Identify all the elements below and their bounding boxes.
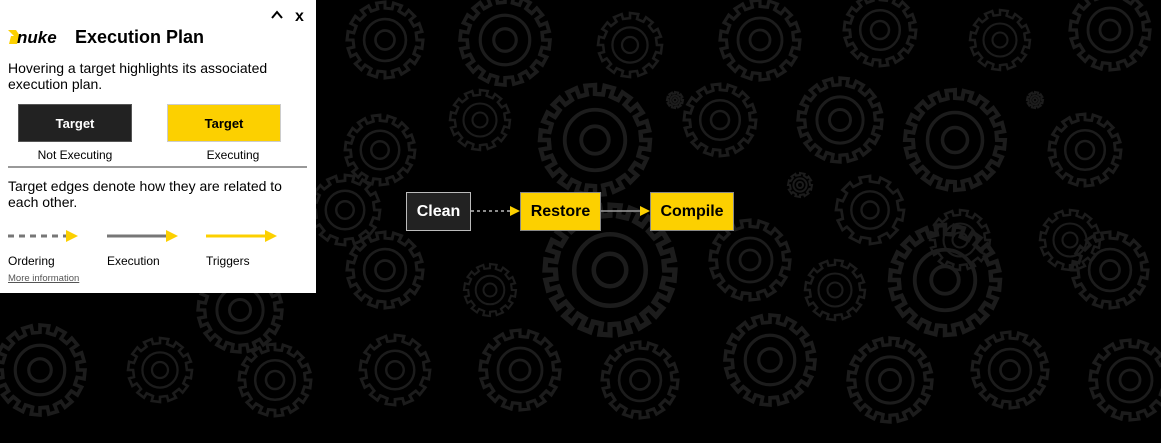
chevron-up-icon bbox=[271, 10, 283, 19]
execution-edge-sample bbox=[107, 230, 178, 242]
gear-decoration bbox=[343, 113, 417, 187]
sample-target-executing: Target bbox=[167, 104, 281, 142]
gear-decoration bbox=[537, 82, 653, 198]
sample-target-not-executing: Target bbox=[18, 104, 132, 142]
gear-decoration bbox=[723, 313, 817, 407]
node-clean[interactable]: Clean bbox=[406, 192, 471, 231]
edge-label-execution: Execution bbox=[107, 254, 160, 268]
gear-decoration bbox=[842, 0, 918, 68]
collapse-button[interactable] bbox=[270, 8, 286, 24]
edge-restore-compile bbox=[601, 206, 650, 216]
node-clean-label: Clean bbox=[416, 202, 461, 220]
gear-decoration bbox=[786, 171, 814, 199]
nuke-logo-text: nuke bbox=[17, 28, 57, 47]
gear-decoration bbox=[345, 0, 425, 80]
close-button[interactable]: x bbox=[295, 8, 304, 25]
edge-label-ordering: Ordering bbox=[8, 254, 55, 268]
gear-decoration bbox=[126, 336, 194, 404]
edge-label-triggers: Triggers bbox=[206, 254, 250, 268]
more-information-link[interactable]: More information bbox=[8, 273, 80, 284]
sample-target-not-executing-label: Target bbox=[55, 115, 95, 131]
gear-decoration bbox=[358, 333, 432, 407]
gear-decoration bbox=[834, 174, 906, 246]
panel-header: nuke Execution Plan bbox=[8, 23, 204, 51]
caption-not-executing: Not Executing bbox=[37, 148, 113, 162]
gear-decoration bbox=[1070, 230, 1150, 310]
gear-decoration bbox=[1047, 112, 1123, 188]
sample-target-executing-label: Target bbox=[204, 115, 244, 131]
gear-decoration bbox=[345, 230, 425, 310]
gear-decoration bbox=[970, 330, 1050, 410]
panel-title: Execution Plan bbox=[75, 26, 205, 47]
gear-decoration bbox=[237, 342, 313, 418]
gear-decoration bbox=[682, 82, 758, 158]
gear-decoration bbox=[542, 202, 678, 338]
gear-decoration bbox=[665, 90, 685, 110]
gear-decoration bbox=[478, 328, 562, 412]
panel-description: Hovering a target highlights its associa… bbox=[8, 60, 268, 92]
gear-decoration bbox=[1025, 90, 1045, 110]
gear-decoration bbox=[1068, 0, 1152, 72]
gear-decoration bbox=[600, 340, 680, 420]
gear-decoration bbox=[718, 0, 802, 82]
gear-decoration bbox=[887, 222, 1003, 338]
triggers-edge-sample bbox=[206, 230, 277, 242]
caption-executing: Executing bbox=[206, 148, 260, 162]
gear-decoration bbox=[1088, 338, 1161, 422]
node-restore-label: Restore bbox=[530, 202, 591, 220]
gear-decoration bbox=[708, 218, 792, 302]
panel-divider bbox=[8, 166, 307, 168]
gear-decoration bbox=[846, 336, 934, 424]
gear-decoration bbox=[968, 8, 1032, 72]
gear-decoration bbox=[448, 88, 512, 152]
execution-plan-legend-panel: nuke Execution Plan x Hovering a target … bbox=[0, 0, 316, 293]
gear-decoration bbox=[462, 262, 518, 318]
gear-decoration bbox=[796, 76, 884, 164]
node-compile-label: Compile bbox=[660, 202, 724, 220]
gear-decoration bbox=[803, 258, 867, 322]
edges-description: Target edges denote how they are related… bbox=[8, 178, 282, 210]
nuke-logo: nuke bbox=[8, 28, 57, 47]
ordering-edge-sample bbox=[8, 230, 78, 242]
gear-decoration bbox=[902, 87, 1008, 193]
gear-decoration bbox=[596, 11, 664, 79]
node-compile[interactable]: Compile bbox=[650, 192, 734, 231]
gear-decoration bbox=[0, 323, 87, 417]
node-restore[interactable]: Restore bbox=[520, 192, 601, 231]
edge-type-samples bbox=[8, 230, 277, 242]
gear-decoration bbox=[458, 0, 552, 87]
edge-clean-restore bbox=[471, 206, 520, 216]
